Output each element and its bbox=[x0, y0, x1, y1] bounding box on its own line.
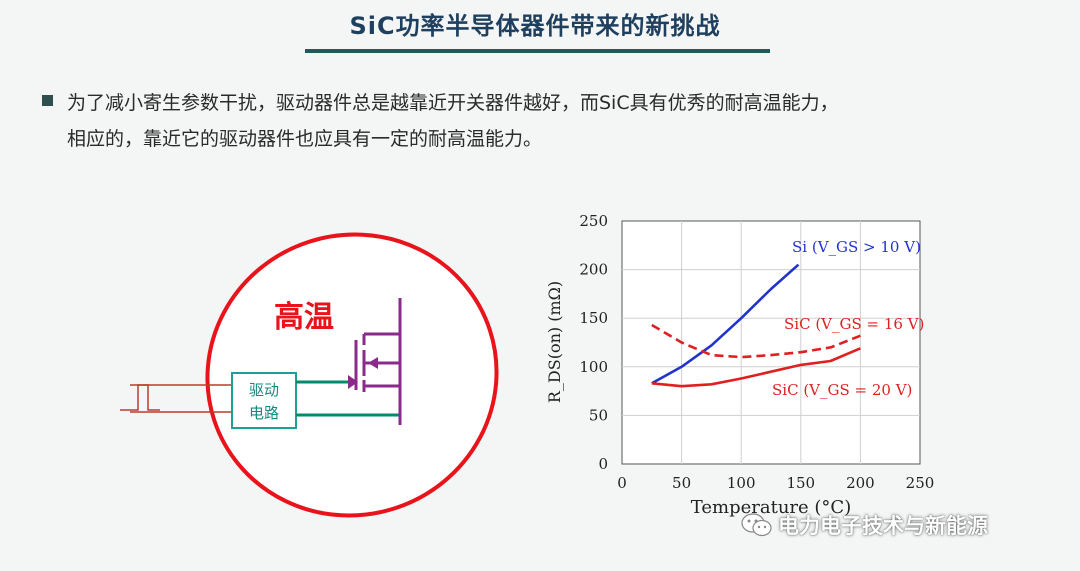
watermark: 电力电子技术与新能源 bbox=[740, 510, 988, 540]
series-label: Si (V_GS > 10 V) bbox=[792, 238, 921, 256]
x-axis-label: Temperature (°C) bbox=[691, 497, 851, 518]
driver-label-line1: 驱动 bbox=[249, 381, 279, 399]
x-tick-label: 250 bbox=[906, 474, 935, 492]
series-labels: Si (V_GS > 10 V) SiC (V_GS = 16 V) SiC (V_… bbox=[772, 238, 924, 399]
bullet-text: 为了减小寄生参数干扰，驱动器件总是越靠近开关器件越好，而SiC具有优秀的耐高温能… bbox=[67, 85, 1027, 157]
watermark-text: 电力电子技术与新能源 bbox=[778, 514, 988, 538]
bullet-square-icon bbox=[42, 95, 53, 106]
plot-area bbox=[621, 220, 921, 465]
x-tick-label: 50 bbox=[672, 474, 691, 492]
series-line bbox=[651, 347, 861, 388]
series-label: SiC (V_GS = 16 V) bbox=[784, 315, 924, 333]
y-tick-label: 150 bbox=[579, 309, 608, 327]
title-underline bbox=[305, 49, 770, 53]
bullet-line-2: 相应的，靠近它的驱动器件也应具有一定的耐高温能力。 bbox=[67, 128, 543, 150]
y-tick-label: 250 bbox=[579, 212, 608, 230]
driver-label-line2: 电路 bbox=[249, 404, 279, 422]
y-tick-label: 0 bbox=[598, 455, 608, 473]
wechat-icon bbox=[741, 513, 772, 537]
high-temp-zone bbox=[205, 232, 499, 518]
series-label: SiC (V_GS = 20 V) bbox=[772, 381, 912, 399]
slide-title: SiC功率半导体器件带来的新挑战 bbox=[349, 12, 721, 40]
y-tick-label: 50 bbox=[589, 406, 608, 424]
y-tick-label: 100 bbox=[579, 358, 608, 376]
driver-circuit-box bbox=[231, 372, 297, 429]
pulse-signal-icon bbox=[120, 384, 160, 411]
series-lines bbox=[651, 263, 861, 388]
x-tick-label: 0 bbox=[617, 474, 627, 492]
x-tick-label: 100 bbox=[727, 474, 756, 492]
tick-labels: 0 50 100 150 200 250 0 50 100 150 200 250 bbox=[579, 212, 934, 492]
x-tick-label: 200 bbox=[846, 474, 875, 492]
x-tick-label: 150 bbox=[786, 474, 815, 492]
bullet-line-1: 为了减小寄生参数干扰，驱动器件总是越靠近开关器件越好，而SiC具有优秀的耐高温能… bbox=[67, 92, 839, 114]
mosfet-symbol bbox=[348, 298, 402, 425]
y-axis-label: R_DS(on) (mΩ) bbox=[545, 281, 564, 403]
series-line bbox=[651, 263, 800, 385]
grid-lines bbox=[622, 221, 920, 464]
title-area: SiC功率半导体器件带来的新挑战 bbox=[0, 0, 1080, 62]
driver-diagram: 高温 驱动 电路 bbox=[120, 232, 499, 518]
rdson-chart: 0 50 100 150 200 250 0 50 100 150 200 250 Si (V_GS … bbox=[545, 212, 934, 518]
y-tick-label: 200 bbox=[579, 261, 608, 279]
hot-label: 高温 bbox=[274, 300, 334, 335]
